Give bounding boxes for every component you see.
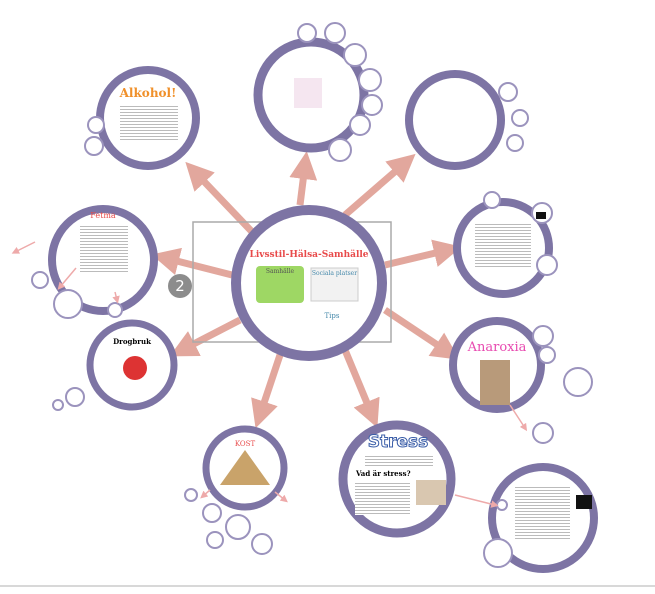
- obesity-title[interactable]: Fetma: [90, 211, 116, 220]
- arrow-right: [384, 239, 462, 269]
- sociala-label[interactable]: Sociala platser: [311, 270, 358, 277]
- badge-number[interactable]: 2: [175, 277, 185, 295]
- center-title: Livsstil-Hälsa-Samhälle: [249, 250, 369, 260]
- stress-subtitle: Vad är stress?: [356, 469, 411, 478]
- diet-title[interactable]: KOST: [234, 440, 256, 448]
- tips-label[interactable]: Tips: [324, 312, 340, 320]
- samhalle-box: [256, 266, 304, 303]
- food-pyramid-image: [220, 450, 270, 485]
- step-badge: [168, 274, 192, 298]
- arrow-diet: [251, 353, 284, 429]
- arrow-stress: [341, 348, 380, 428]
- arrow-obesity: [151, 247, 233, 279]
- stress-image: [416, 480, 446, 505]
- drugs-title[interactable]: Drogbruk: [113, 337, 151, 346]
- arrow-alcohol: [185, 161, 258, 238]
- arrow-topright: [342, 153, 416, 218]
- samhalle-label[interactable]: Samhälle: [265, 268, 295, 275]
- alcohol-title[interactable]: Alkohol!: [119, 86, 177, 100]
- arrow-drugs: [169, 316, 242, 357]
- arrow-anorexia: [383, 307, 460, 360]
- center-circle: [231, 205, 387, 361]
- shopping-image: [294, 78, 322, 108]
- stress-title[interactable]: Stress: [367, 432, 429, 453]
- arrow-top: [289, 151, 318, 206]
- no-drugs-image: [123, 356, 147, 380]
- anorexia-title[interactable]: Anaroxia: [467, 340, 527, 355]
- connector-arrows: [151, 151, 462, 429]
- anorexia-image: [480, 360, 510, 405]
- empty-circle: [405, 70, 505, 170]
- sociala-box: [310, 267, 359, 302]
